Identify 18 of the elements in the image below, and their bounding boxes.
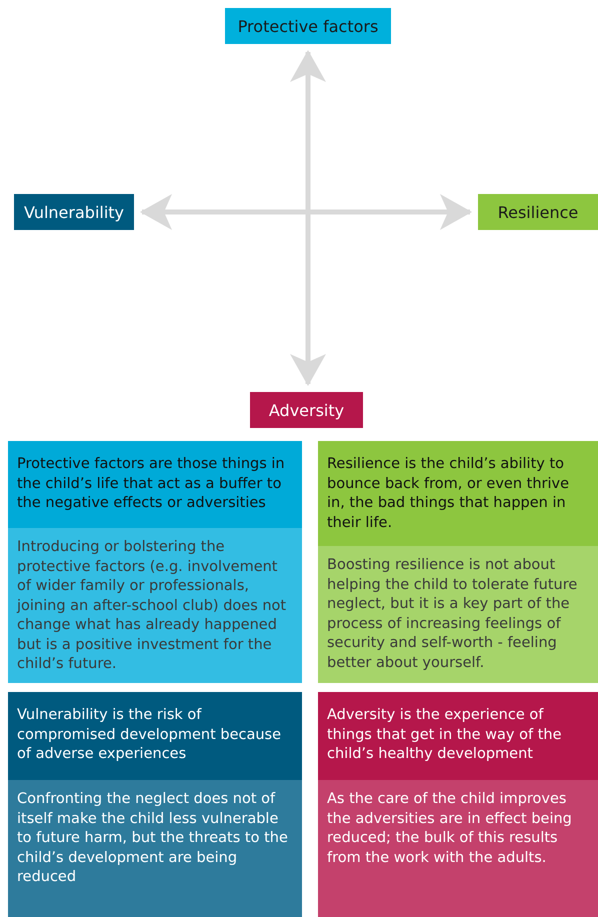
info-card [8, 441, 302, 683]
card-heading: Protective factors are those things in the child’s life that act as a buffer to the negative effects or adversities [8, 441, 302, 528]
card-text: Introducing or bolstering the protective factors (e.g. involvement of wider family or professionals, joining an after-school club) does not change what has already happened but is a positive investment for the child’s future. [16, 538, 288, 674]
axis-label: Resilience [478, 194, 598, 230]
info-card [8, 692, 302, 917]
double-arrow [290, 50, 326, 386]
axis-label: Vulnerability [14, 194, 134, 230]
double-arrow [140, 194, 472, 230]
card-heading: Resilience is the child’s ability to bounce back from, or even thrive in, the bad things that happen in their life. [318, 441, 598, 546]
card-text: Boosting resilience is not about helping the child to tolerate future neglect, but it is a key part of the process of increasing feelings of security and self-worth - feeling better about yourself. [326, 556, 578, 672]
axis-label: Adversity [250, 392, 363, 428]
card-heading: Adversity is the experience of things that get in the way of the child’s healthy development [318, 692, 598, 780]
card-text: As the care of the child improves the adversities are in effect being reduced; the bulk of this results from the work with the adults. [326, 790, 573, 868]
info-card [318, 692, 598, 917]
card-text: Confronting the neglect does not of itself make the child less vulnerable to future harm, but the threats to the child’s development are being reduced [16, 790, 289, 887]
axis-label: Protective factors [225, 8, 391, 44]
info-card [318, 441, 598, 683]
card-heading: Vulnerability is the risk of compromised development because of adverse experiences [8, 692, 302, 780]
